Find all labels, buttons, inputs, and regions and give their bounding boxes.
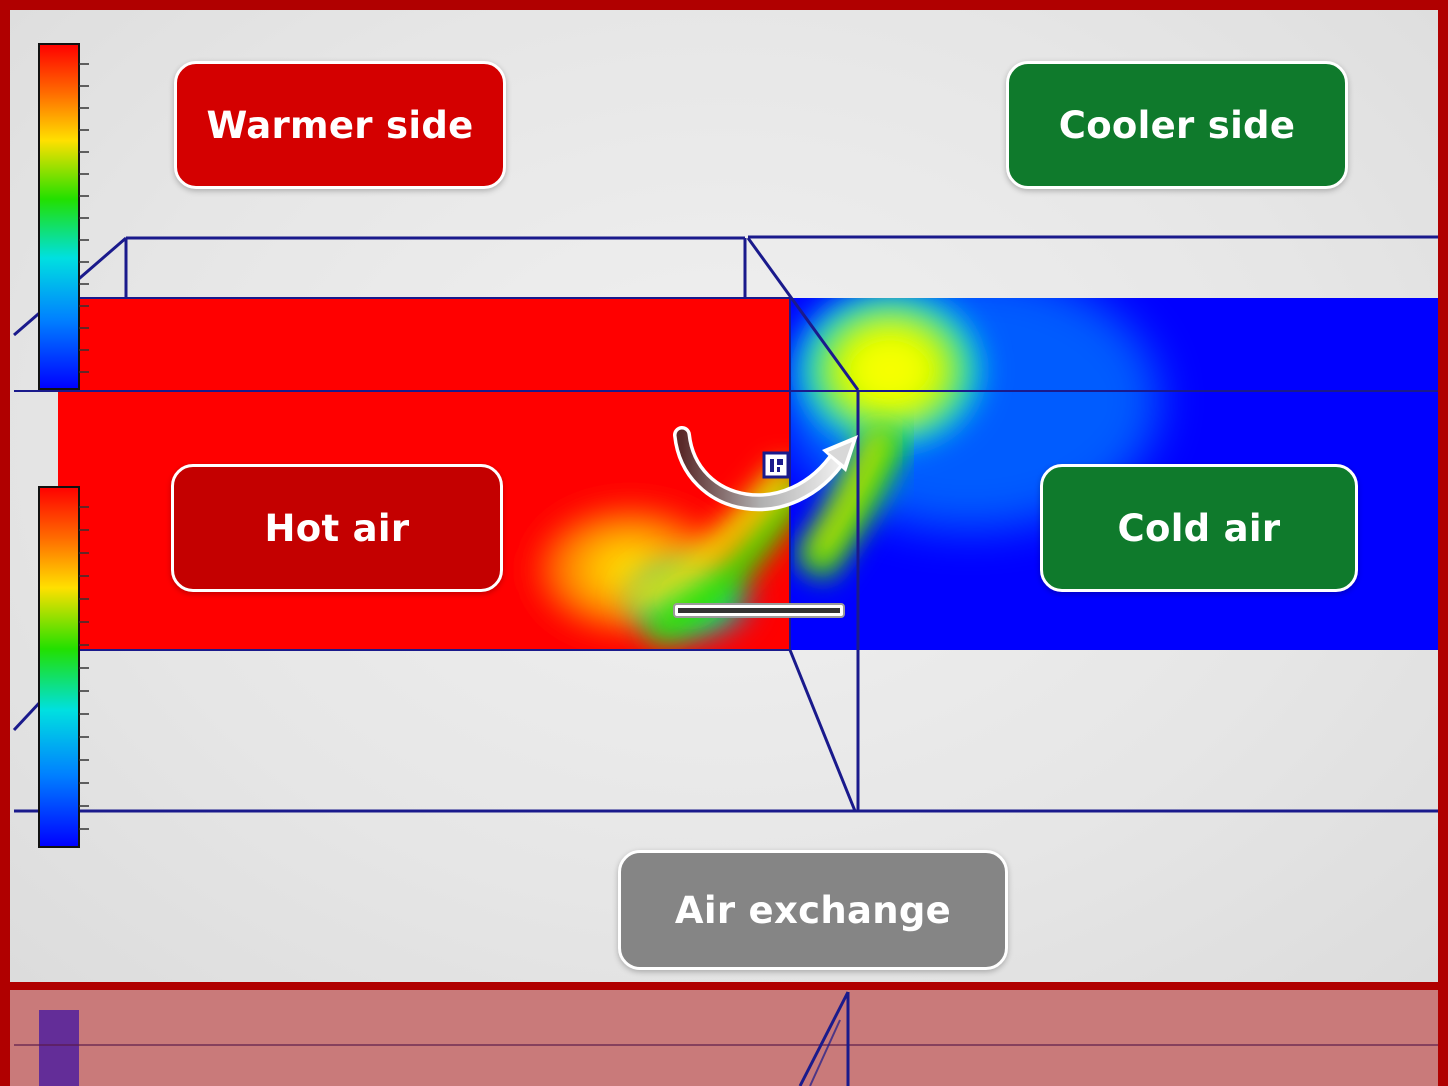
warmer-side-label: Warmer side [174, 61, 506, 189]
color-scale-bottom [38, 486, 89, 848]
air-exchange-label: Air exchange [618, 850, 1008, 970]
bottom-strip-canvas [14, 991, 1438, 1086]
wireframe [12, 235, 1438, 813]
vent-bar-icon [673, 603, 845, 618]
hot-air-label: Hot air [171, 464, 503, 592]
color-scale-top [38, 43, 89, 390]
sensor-icon [762, 451, 790, 479]
diagram-frame: Warmer side Cooler side Hot air Cold air… [10, 10, 1438, 982]
bottom-strip [10, 990, 1438, 1086]
curved-arrow-icon [673, 426, 858, 512]
cooler-side-label: Cooler side [1006, 61, 1348, 189]
cold-air-region [790, 298, 1438, 650]
cold-air-label: Cold air [1040, 464, 1358, 592]
